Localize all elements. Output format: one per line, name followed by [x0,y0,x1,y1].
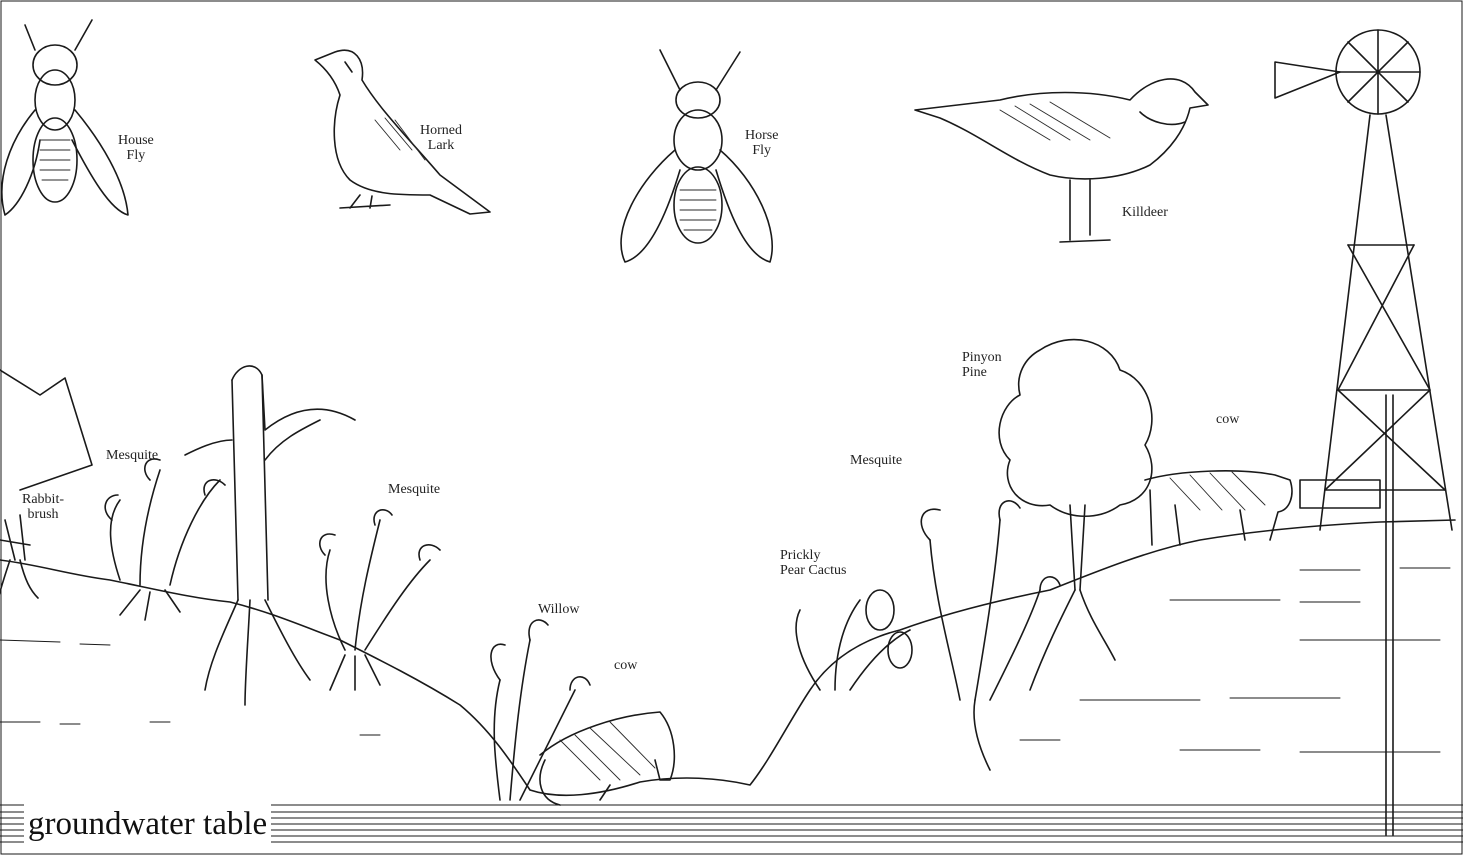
rabbitbrush-label: Rabbit-brush [22,492,64,522]
mesquite-right-drawing [921,501,1060,770]
pinyon-pine-drawing [999,340,1152,690]
horned-lark-drawing [315,50,490,214]
willow-label: Willow [538,602,579,617]
mesquite-left-label: Mesquite [106,448,158,463]
mesquite-left-drawing [105,459,225,620]
arrow-shape [0,370,92,490]
soil-strata-lines [0,568,1450,752]
ground-surface-line [0,520,1455,795]
dead-tree-drawing [185,366,355,705]
house-fly-drawing [2,20,128,215]
prickly-pear-drawing [796,590,912,690]
cow-right-label: cow [1216,412,1239,427]
cow-right-drawing [1145,471,1292,545]
mesquite-center-left-label: Mesquite [388,482,440,497]
mesquite-center-left-drawing [320,510,440,690]
groundwater-table-label: groundwater table [24,804,271,844]
cow-center-label: cow [614,658,637,673]
mesquite-right-label: Mesquite [850,453,902,468]
killdeer-label: Killdeer [1122,205,1168,220]
rabbitbrush-drawing [0,515,38,600]
windmill-drawing [1275,30,1452,835]
